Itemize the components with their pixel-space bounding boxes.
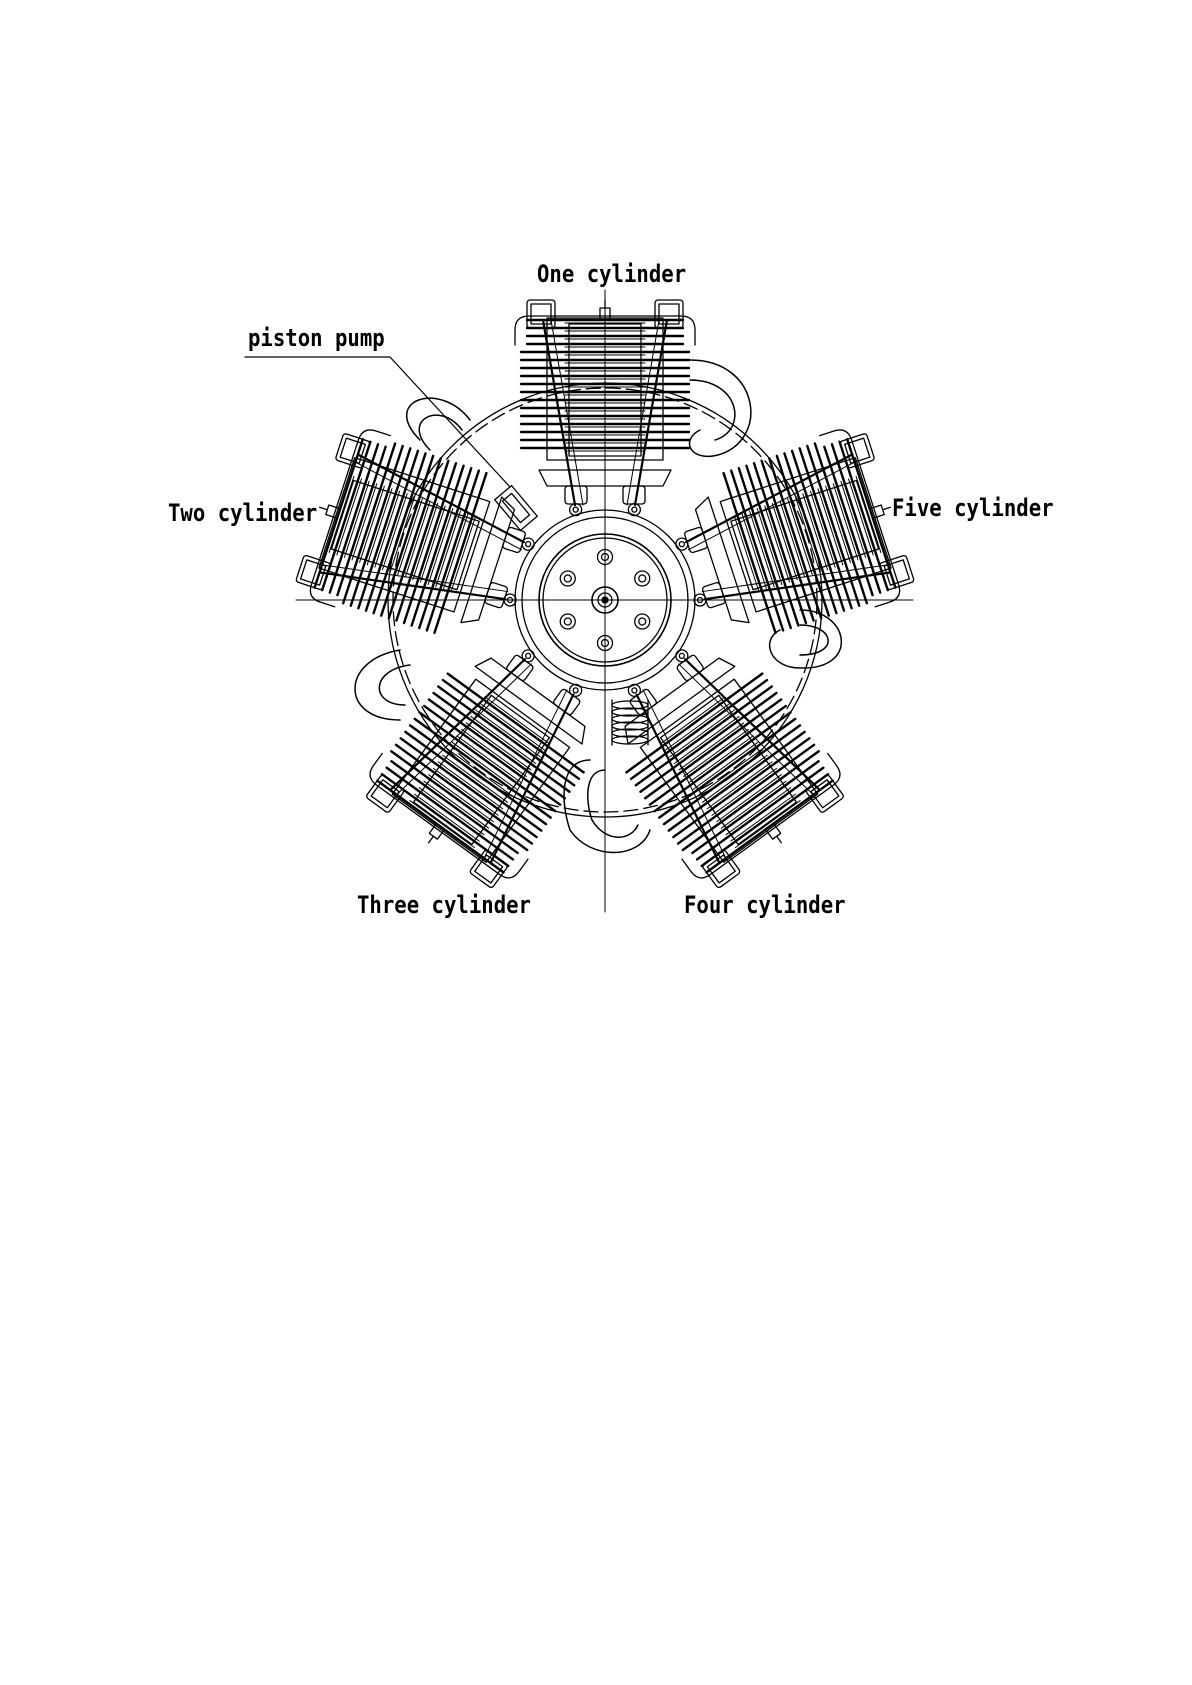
label-piston-pump: piston pump [248,326,385,350]
label-one-cylinder: One cylinder [537,262,686,286]
label-two-cylinder: Two cylinder [168,501,317,525]
cylinder-two [292,422,543,657]
cylinder-four [588,624,854,896]
label-four-cylinder: Four cylinder [684,893,846,917]
label-three-cylinder: Three cylinder [357,893,531,917]
cylinder-three [356,624,622,896]
piston-pump [495,486,538,531]
label-five-cylinder: Five cylinder [892,496,1054,520]
